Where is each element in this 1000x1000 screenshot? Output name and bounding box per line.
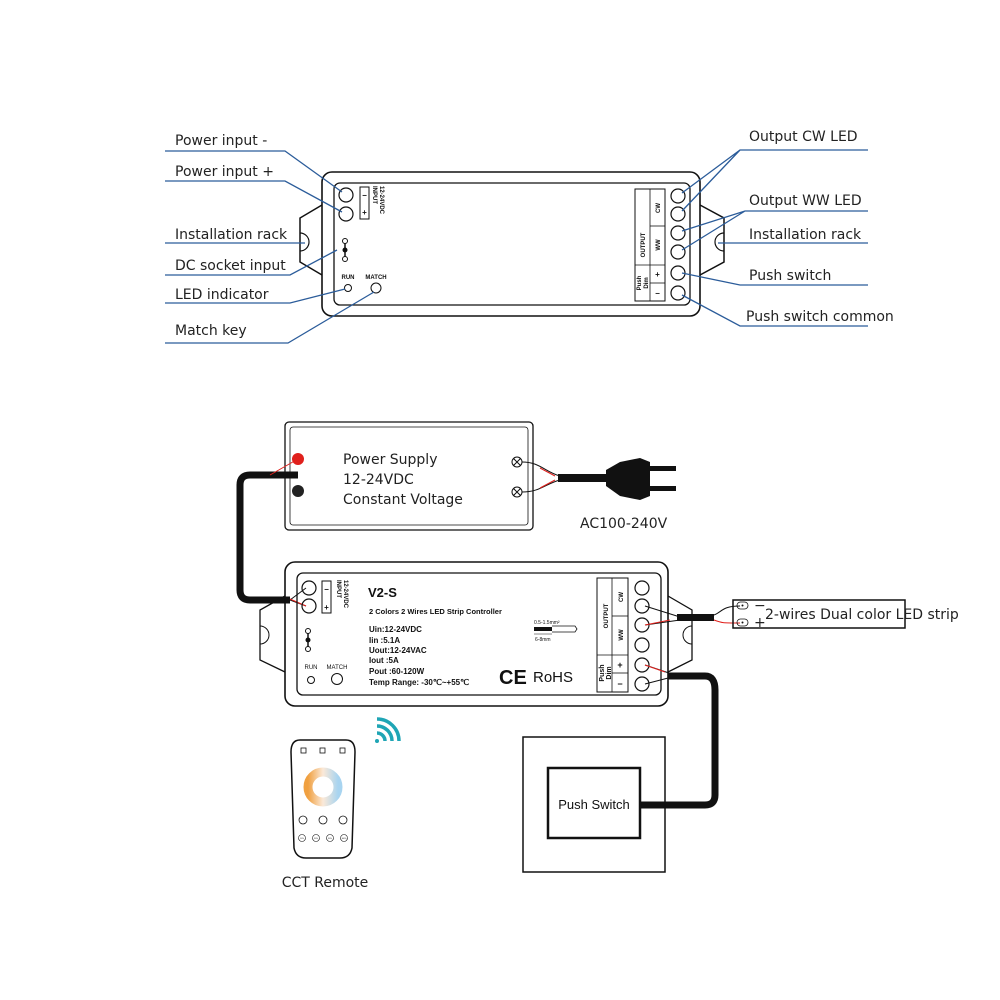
callout-labels: Power input - Power input + Installation… — [175, 129, 894, 339]
label-push-switch-common: Push switch common — [746, 309, 894, 325]
push-switch-label: Push Switch — [558, 797, 630, 812]
ctrl-input-plus: + — [324, 603, 329, 612]
input-label: INPUT — [371, 186, 377, 204]
input-plus: + — [362, 208, 367, 217]
label-power-input-minus: Power input - — [175, 133, 267, 149]
label-push-switch: Push switch — [749, 268, 831, 284]
run-label: RUN — [342, 275, 355, 281]
ce-mark: CE — [499, 667, 527, 689]
wire-gauge: 0.5-1.5mm² — [534, 620, 560, 626]
wireless-signal-icon — [375, 717, 401, 743]
label-power-input-plus: Power input + — [175, 164, 274, 180]
top-controller-outline: − + INPUT 12-24VDC RUN MATCH OUTPUT CW W… — [299, 171, 725, 317]
spec-pout: Pout :60-120W — [369, 667, 425, 676]
ctrl-input-voltage: 12-24VDC — [342, 580, 348, 609]
label-match-key: Match key — [175, 323, 247, 339]
label-output-cw-led: Output CW LED — [749, 129, 858, 145]
controller-v2s: − + INPUT 12-24VDC RUN MATCH V2-S 2 Colo… — [259, 561, 693, 707]
terminal-power-plus — [338, 206, 354, 222]
ctrl-dim-minus: − — [617, 679, 622, 689]
rohs-mark: RoHS — [533, 669, 573, 686]
label-installation-rack-left: Installation rack — [175, 227, 288, 243]
remote-btn-50: 50% — [314, 838, 318, 840]
output-terminals — [670, 188, 686, 301]
controller-case — [321, 171, 701, 317]
spec-uout: Uout:12-24VAC — [369, 646, 427, 655]
ps-voltage: 12-24VDC — [343, 472, 414, 488]
dc-socket-icon — [342, 238, 348, 262]
ctrl-input-minus: − — [324, 585, 329, 594]
ctrl-match-key[interactable] — [331, 673, 343, 685]
ps-title: Power Supply — [343, 452, 438, 468]
ctrl-dim-label: Dim — [606, 666, 613, 679]
ctrl-dc-socket-icon — [305, 628, 311, 652]
remote-btn-10: 10% — [300, 838, 304, 840]
led-indicator — [344, 284, 352, 292]
dim-minus: − — [655, 289, 660, 298]
rack-slots — [299, 232, 725, 252]
led-strip-cable — [644, 605, 741, 626]
input-minus: − — [362, 191, 367, 200]
ctrl-output-terminals — [634, 580, 650, 692]
strip-length: 6-8mm — [535, 637, 551, 643]
spec-uin: Uin:12-24VDC — [369, 625, 422, 634]
input-voltage-label: 12-24VDC — [378, 186, 384, 215]
ac-voltage-label: AC100-240V — [580, 516, 668, 532]
controller-face — [333, 182, 691, 306]
spec-temp-range: Temp Range: -30℃~+55℃ — [369, 678, 469, 687]
cct-remote-label: CCT Remote — [282, 875, 369, 891]
label-installation-rack-right: Installation rack — [749, 227, 862, 243]
push-switch: Push Switch — [522, 736, 666, 873]
model-name: V2-S — [368, 585, 397, 600]
terminal-power-minus — [338, 187, 354, 203]
label-output-ww-led: Output WW LED — [749, 193, 862, 209]
ctrl-input-label: INPUT — [335, 580, 341, 598]
label-dc-socket-input: DC socket input — [175, 258, 286, 274]
remote-btn-100: 100% — [341, 838, 346, 840]
color-temperature-ring — [303, 767, 343, 807]
dim-plus: + — [655, 270, 660, 279]
remote-btn-90: 90% — [328, 838, 332, 840]
label-led-indicator: LED indicator — [175, 287, 269, 303]
push-switch-cable — [640, 664, 719, 809]
power-supply: Power Supply 12-24VDC Constant Voltage — [284, 421, 534, 531]
installation-rack-brackets — [299, 204, 725, 276]
callout-leaders — [165, 149, 868, 344]
strip-plus: + — [754, 615, 766, 631]
wire-strip-icon — [534, 625, 578, 635]
ctrl-led-indicator — [307, 676, 315, 684]
ww-label: WW — [656, 239, 662, 251]
spec-iin: Iin :5.1A — [369, 636, 400, 645]
ctrl-dim-plus: + — [617, 660, 622, 670]
input-polarity-box — [359, 186, 370, 220]
cw-label: CW — [656, 203, 662, 213]
led-strip-label: 2-wires Dual color LED strip — [765, 607, 959, 623]
ctrl-push-label: Push — [599, 664, 606, 681]
dim-label: Dim — [644, 277, 650, 288]
model-description: 2 Colors 2 Wires LED Strip Controller — [369, 607, 502, 616]
dc-cable — [236, 471, 298, 604]
led-strip: − + 2-wires Dual color LED strip — [732, 598, 959, 631]
cct-remote: 10% 50% 90% 100% — [290, 739, 356, 859]
push-label: Push — [637, 275, 643, 290]
match-key[interactable] — [370, 282, 382, 294]
strip-minus: − — [754, 598, 766, 614]
spec-iout: Iout :5A — [369, 656, 399, 665]
ps-type: Constant Voltage — [343, 492, 463, 508]
ctrl-output-label: OUTPUT — [604, 603, 610, 628]
output-label: OUTPUT — [641, 232, 647, 257]
match-label: MATCH — [365, 275, 386, 281]
ctrl-run-label: RUN — [305, 665, 318, 671]
ps-ac-screws — [511, 456, 523, 498]
ctrl-cw-label: CW — [619, 592, 625, 602]
ps-negative-terminal — [292, 485, 304, 497]
ac-plug-icon — [521, 458, 676, 500]
ctrl-match-label: MATCH — [327, 665, 348, 671]
ctrl-ww-label: WW — [619, 629, 625, 641]
